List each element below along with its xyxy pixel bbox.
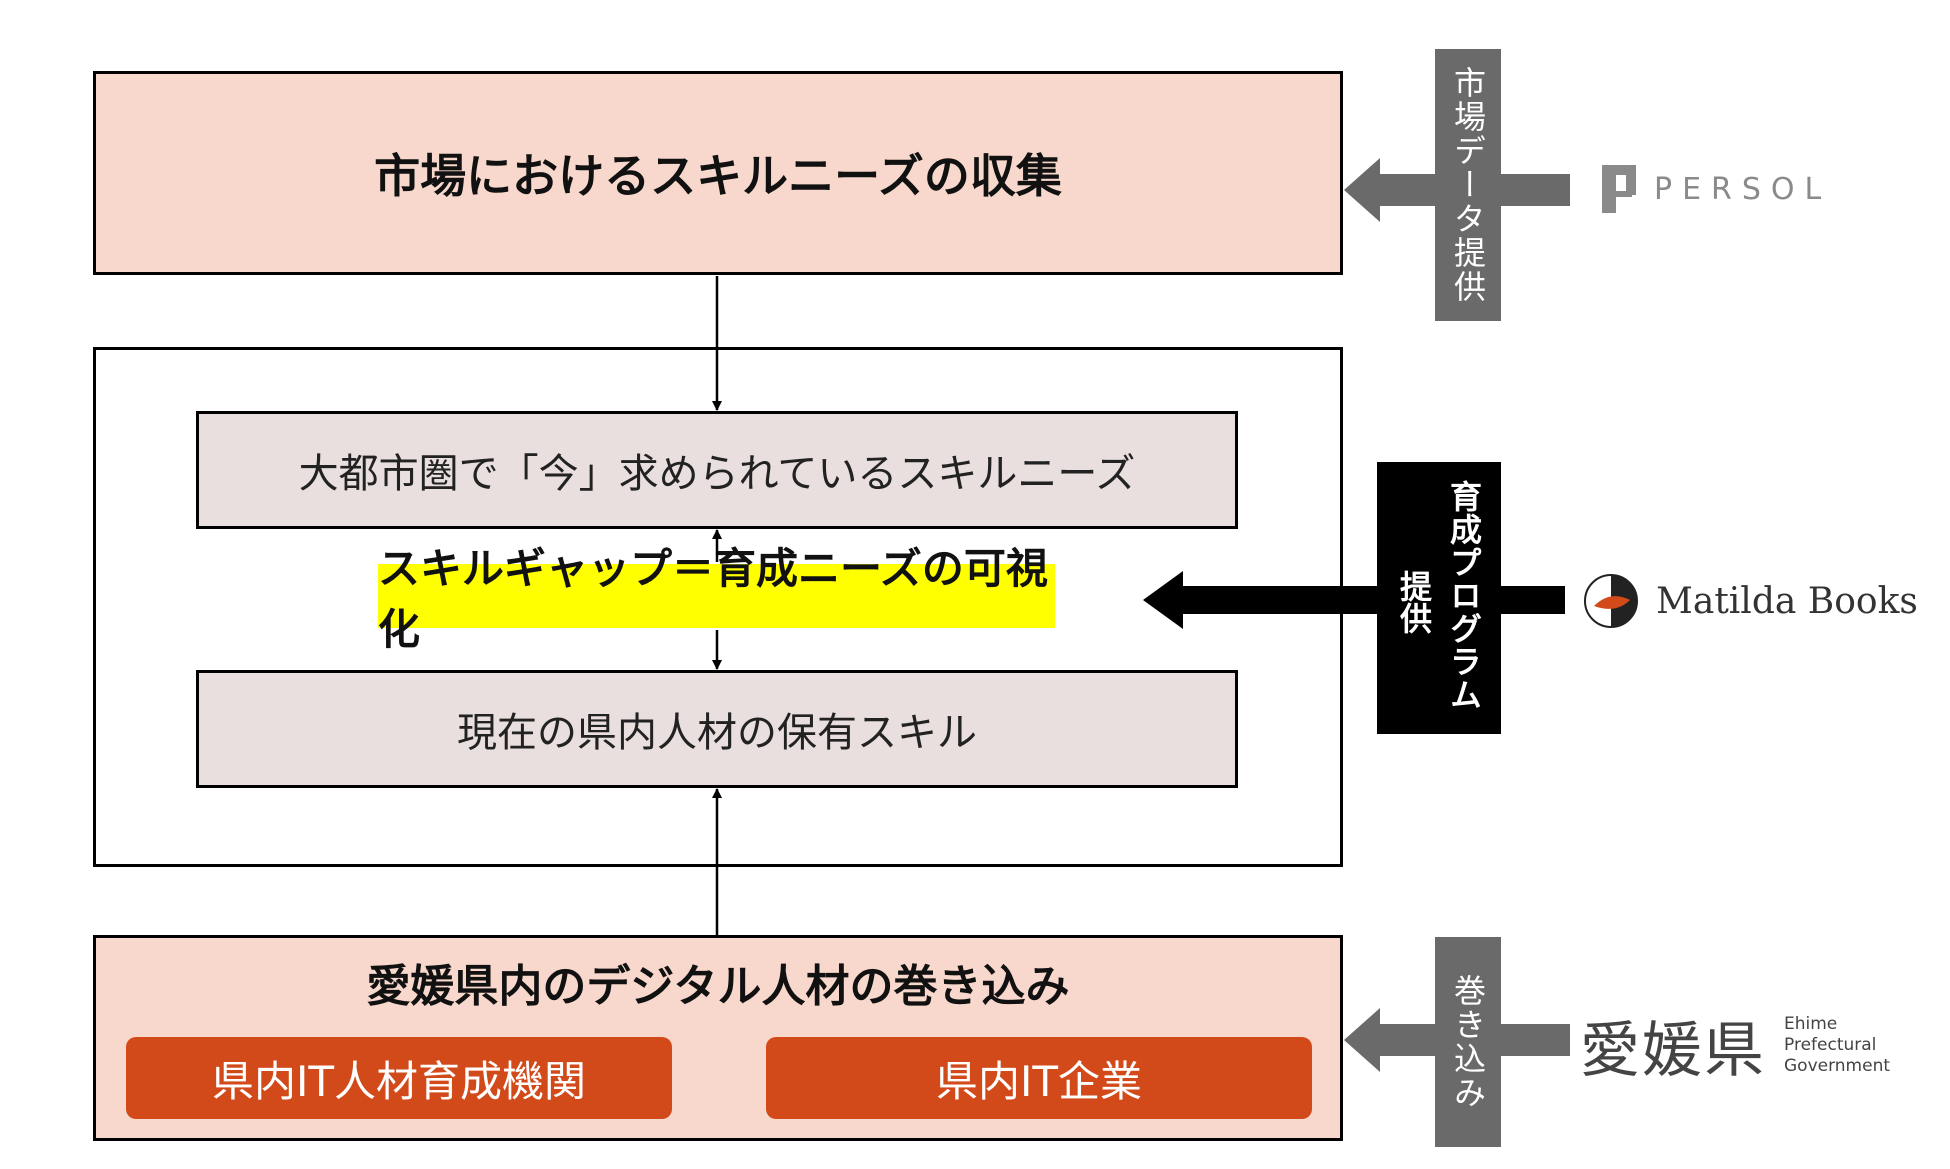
market-data-text: 市場データ提供 [1449, 66, 1487, 304]
ehime-english: Ehime Prefectural Government [1784, 1014, 1890, 1077]
involve-text: 巻き込み [1449, 974, 1487, 1110]
it-company: 県内IT企業 [766, 1037, 1312, 1119]
bottom-box-title-text: 愛媛県内のデジタル人材の巻き込み [366, 961, 1070, 1012]
persol-text: PERSOL [1654, 171, 1832, 207]
skill-gap-label: スキルギャップ＝育成ニーズの可視化 [378, 544, 1055, 654]
matilda-mark-icon [1584, 574, 1638, 628]
bottom-box-title: 愛媛県内のデジタル人材の巻き込み [93, 950, 1343, 1014]
ehime-en-1: Ehime [1784, 1013, 1838, 1034]
arrow-matilda [1143, 571, 1565, 629]
current-skills-box: 現在の県内人材の保有スキル [196, 670, 1238, 788]
it-training-org: 県内IT人材育成機関 [126, 1037, 672, 1119]
involve-label: 巻き込み [1435, 937, 1501, 1147]
market-needs-text: 大都市圏で「今」求められているスキルニーズ [298, 451, 1136, 497]
matilda-text: Matilda Books [1656, 580, 1918, 622]
ehime-main-text: 愛媛県 [1580, 1015, 1766, 1086]
top-box-title: 市場におけるスキルニーズの収集 [374, 149, 1062, 203]
market-needs-box: 大都市圏で「今」求められているスキルニーズ [196, 411, 1238, 529]
ehime-en-2: Prefectural [1784, 1034, 1877, 1055]
persol-mark-icon [1602, 165, 1636, 213]
program-label: 育成プログラム 提供 [1377, 462, 1501, 734]
program-text-1: 育成プログラム [1445, 480, 1483, 711]
it-company-label: 県内IT企業 [935, 1056, 1143, 1106]
market-data-label: 市場データ提供 [1435, 49, 1501, 321]
current-skills-text: 現在の県内人材の保有スキル [457, 710, 977, 756]
ehime-logo: 愛媛県 Ehime Prefectural Government [1580, 1005, 1940, 1086]
it-training-org-label: 県内IT人材育成機関 [211, 1056, 587, 1106]
program-text-2: 提供 [1395, 570, 1433, 634]
ehime-en-3: Government [1784, 1055, 1891, 1076]
skill-gap-text: スキルギャップ＝育成ニーズの可視化 [378, 544, 1048, 654]
matilda-logo: Matilda Books [1580, 565, 1945, 637]
top-box: 市場におけるスキルニーズの収集 [93, 71, 1343, 275]
persol-logo: PERSOL [1600, 163, 1860, 215]
